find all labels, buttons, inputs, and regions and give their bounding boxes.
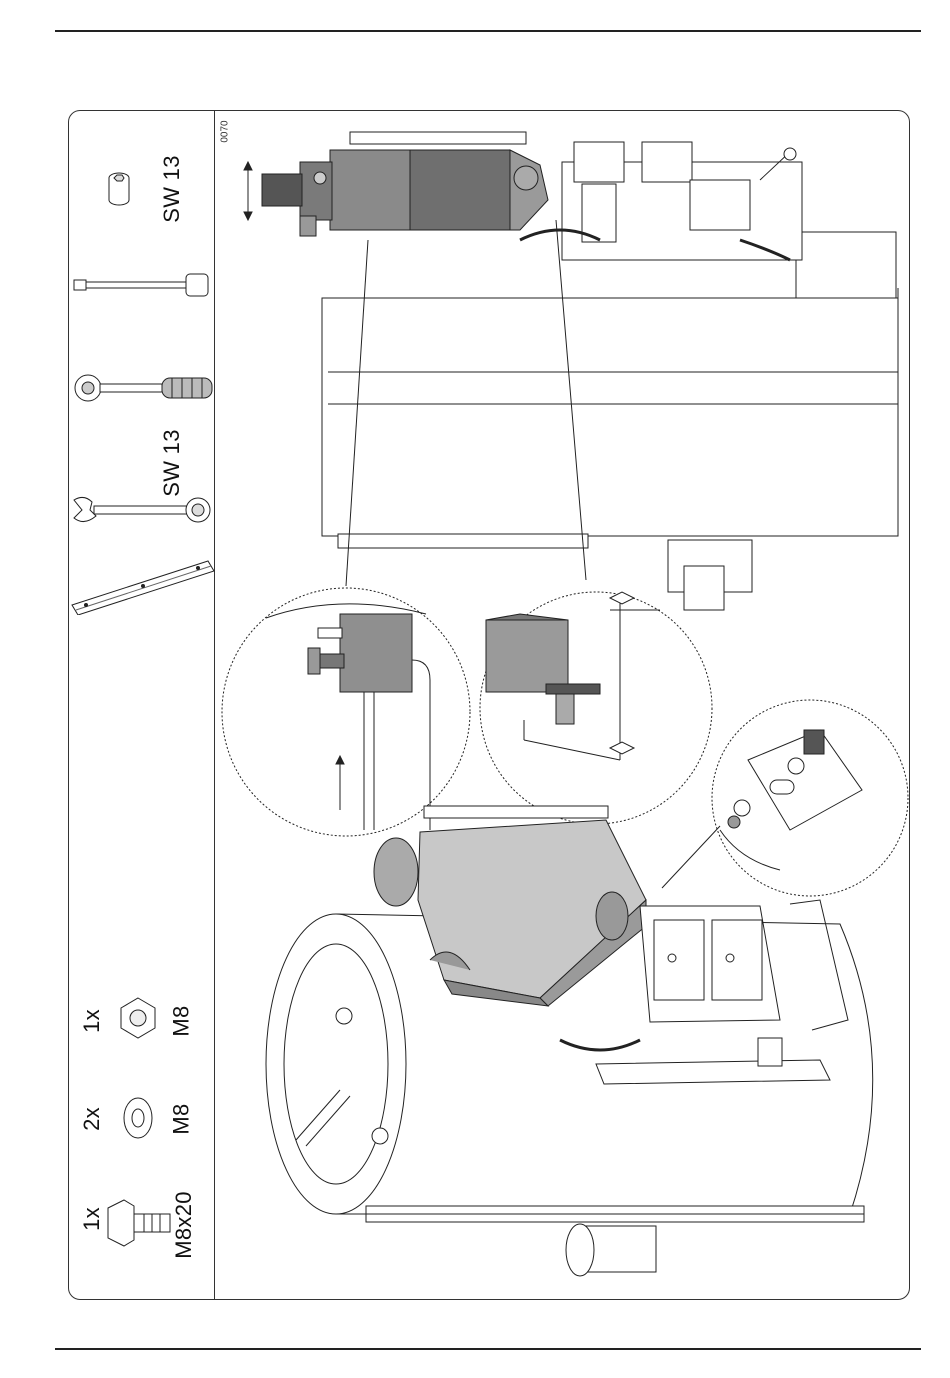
cabinet-body — [322, 298, 898, 536]
